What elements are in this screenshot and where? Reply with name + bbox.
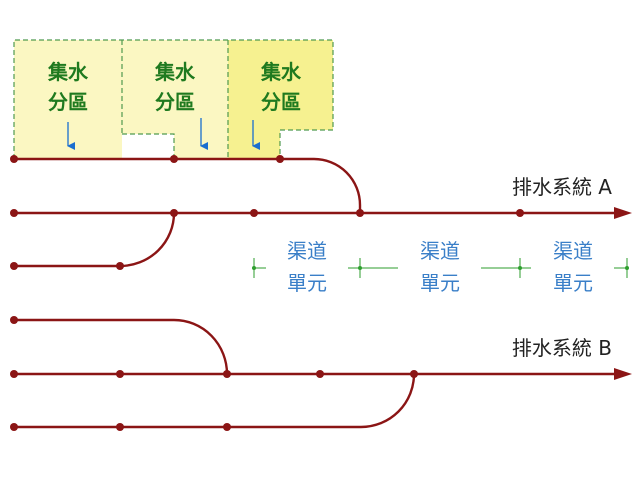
system-a-lower-branch <box>12 211 176 268</box>
node-dot-icon <box>276 155 284 163</box>
catchment-zone-1-label-line2: 分區 <box>48 90 88 114</box>
node-dot-icon <box>316 370 324 378</box>
arrowhead-right-icon <box>614 207 632 219</box>
node-dot-icon <box>116 370 124 378</box>
node-dot-icon <box>10 262 18 270</box>
catchment-zone-3-label-line2: 分區 <box>261 90 301 114</box>
node-dot-icon <box>356 209 364 217</box>
node-dot-icon <box>10 423 18 431</box>
catchment-zone-2-label-line2: 分區 <box>155 90 195 114</box>
catchment-zone-borders <box>13 39 334 159</box>
catchment-zones: 集水 分區 集水 分區 集水 分區 <box>13 39 334 159</box>
channel-unit-2-label-line2: 單元 <box>420 271 460 295</box>
catchment-zone-1-label-line1: 集水 <box>47 60 89 84</box>
channel-unit-2-label-line1: 渠道 <box>420 239 460 263</box>
system-a-upper-branch <box>12 157 362 215</box>
node-dot-icon <box>10 370 18 378</box>
node-dot-icon <box>10 316 18 324</box>
node-dot-icon <box>10 155 18 163</box>
arrowhead-right-icon <box>614 368 632 380</box>
system-b-label: 排水系統 B <box>512 336 612 360</box>
channel-unit-1-label-line2: 單元 <box>287 271 327 295</box>
node-dot-icon <box>170 209 178 217</box>
node-dot-icon <box>10 209 18 217</box>
catchment-zone-2-label-line1: 集水 <box>154 60 196 84</box>
channel-unit-end-dots <box>252 266 629 270</box>
channel-unit-1-label-line1: 渠道 <box>287 239 327 263</box>
system-b-lower-branch <box>12 372 416 429</box>
node-dot-icon <box>410 370 418 378</box>
node-dot-icon <box>223 423 231 431</box>
node-dot-icon <box>116 423 124 431</box>
node-dot-icon <box>223 370 231 378</box>
catchment-zone-3-box <box>228 40 333 159</box>
node-dot-icon <box>250 209 258 217</box>
system-b-upper-branch <box>12 318 229 376</box>
node-dot-icon <box>116 262 124 270</box>
catchment-zone-3-label-line1: 集水 <box>260 60 302 84</box>
node-dot-icon <box>170 155 178 163</box>
system-a-label: 排水系統 A <box>512 175 612 199</box>
node-dot-icon <box>516 209 524 217</box>
network-nodes <box>10 155 524 431</box>
channel-unit-3-label-line2: 單元 <box>553 271 593 295</box>
channel-unit-3-label-line1: 渠道 <box>553 239 593 263</box>
